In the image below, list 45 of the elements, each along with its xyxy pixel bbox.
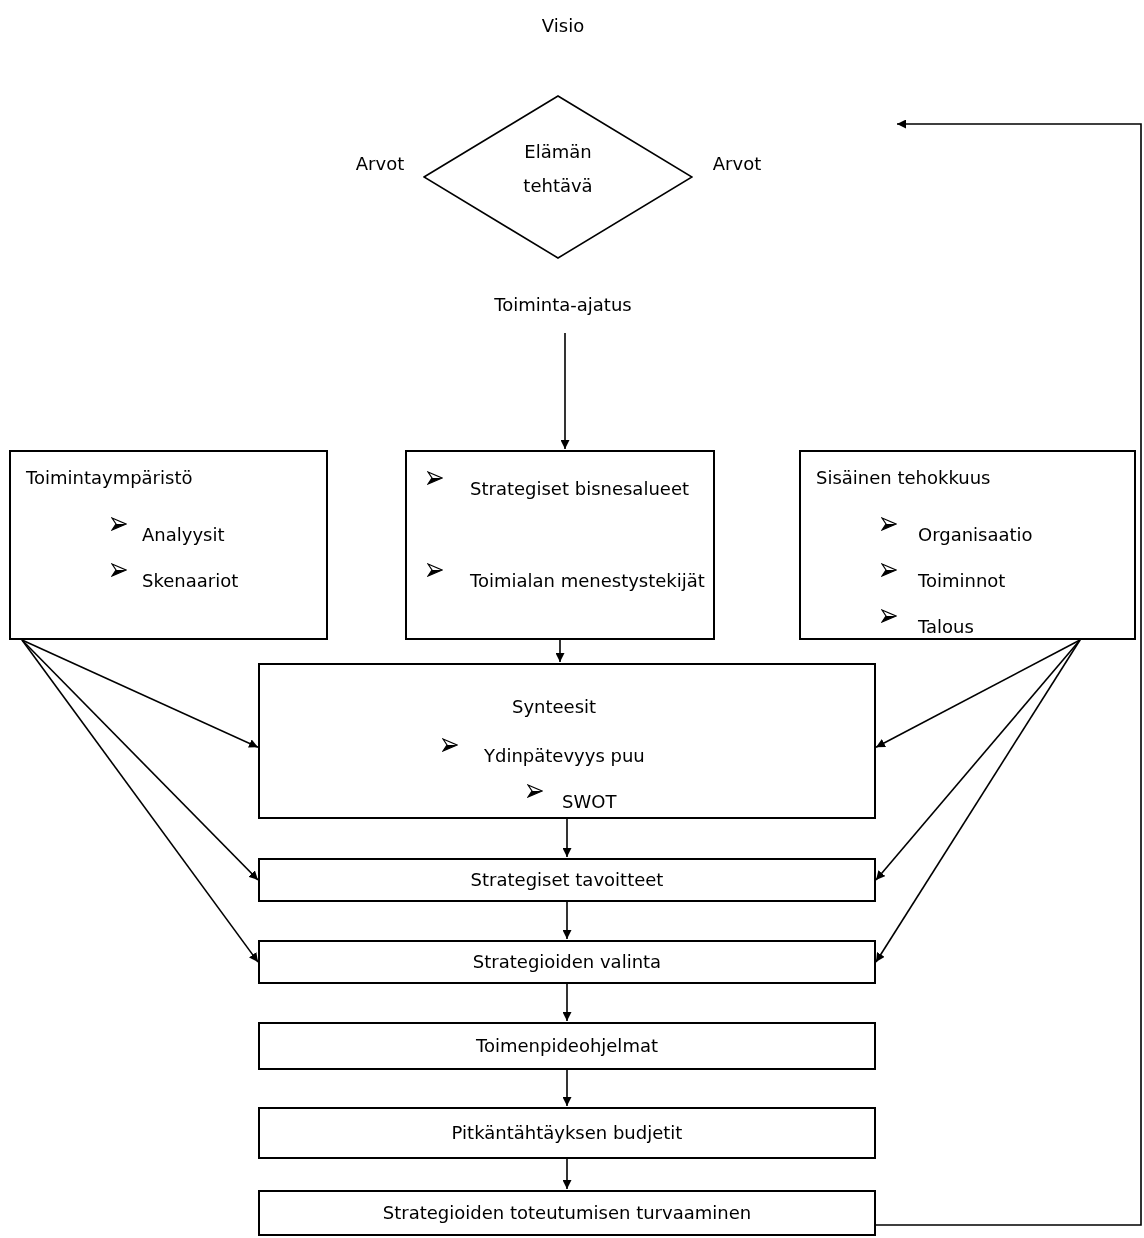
arrow — [562, 1158, 572, 1190]
arrow — [562, 901, 572, 940]
node-text: Elämän tehtävä — [522, 140, 594, 198]
node-text: Strategioiden valinta — [471, 950, 663, 974]
node-text: Strategioiden toteutumisen turvaaminen — [381, 1201, 753, 1225]
bullet-text: Talous — [918, 615, 974, 639]
arrow — [562, 983, 572, 1022]
arrow — [560, 332, 570, 450]
process-box — [258, 858, 876, 902]
bare-label: Visio — [541, 14, 585, 38]
box-heading: Synteesit — [512, 695, 597, 719]
arrow — [21, 639, 259, 881]
bullet-text: Skenaariot — [142, 569, 239, 593]
arrow — [21, 639, 259, 749]
node-text: Strategiset tavoitteet — [469, 868, 665, 892]
process-box — [258, 663, 876, 819]
bullet-text: Analyysit — [142, 523, 225, 547]
bullet-text: Organisaatio — [918, 523, 1033, 547]
process-box — [258, 1107, 876, 1159]
node-text: Toiminta-ajatus — [493, 293, 633, 317]
arrow — [555, 639, 565, 663]
bullet-text: Ydinpätevyys puu — [484, 744, 645, 768]
arrow — [875, 639, 1081, 963]
arrow — [875, 639, 1081, 881]
bullet-text: Toimialan menestystekijät — [470, 569, 705, 593]
process-box — [258, 1022, 876, 1070]
process-box — [405, 450, 715, 640]
bare-label: Arvot — [712, 152, 762, 176]
process-box — [258, 940, 876, 984]
arrow — [875, 639, 1081, 749]
bare-label: Arvot — [355, 152, 405, 176]
bullet-text: Strategiset bisnesalueet — [470, 477, 689, 501]
process-box — [799, 450, 1136, 640]
box-heading: Toimintaympäristö — [26, 466, 193, 490]
bullet-text: Toiminnot — [918, 569, 1006, 593]
process-box — [258, 1190, 876, 1236]
arrow — [875, 119, 1142, 1226]
process-box — [9, 450, 328, 640]
node-text: Toimenpideohjelmat — [475, 1034, 659, 1058]
box-heading: Sisäinen tehokkuus — [816, 466, 991, 490]
arrow — [562, 818, 572, 858]
arrow — [562, 1069, 572, 1107]
bullet-text: SWOT — [562, 790, 617, 814]
arrow — [21, 639, 259, 963]
node-text: Pitkäntähtäyksen budjetit — [450, 1121, 684, 1145]
